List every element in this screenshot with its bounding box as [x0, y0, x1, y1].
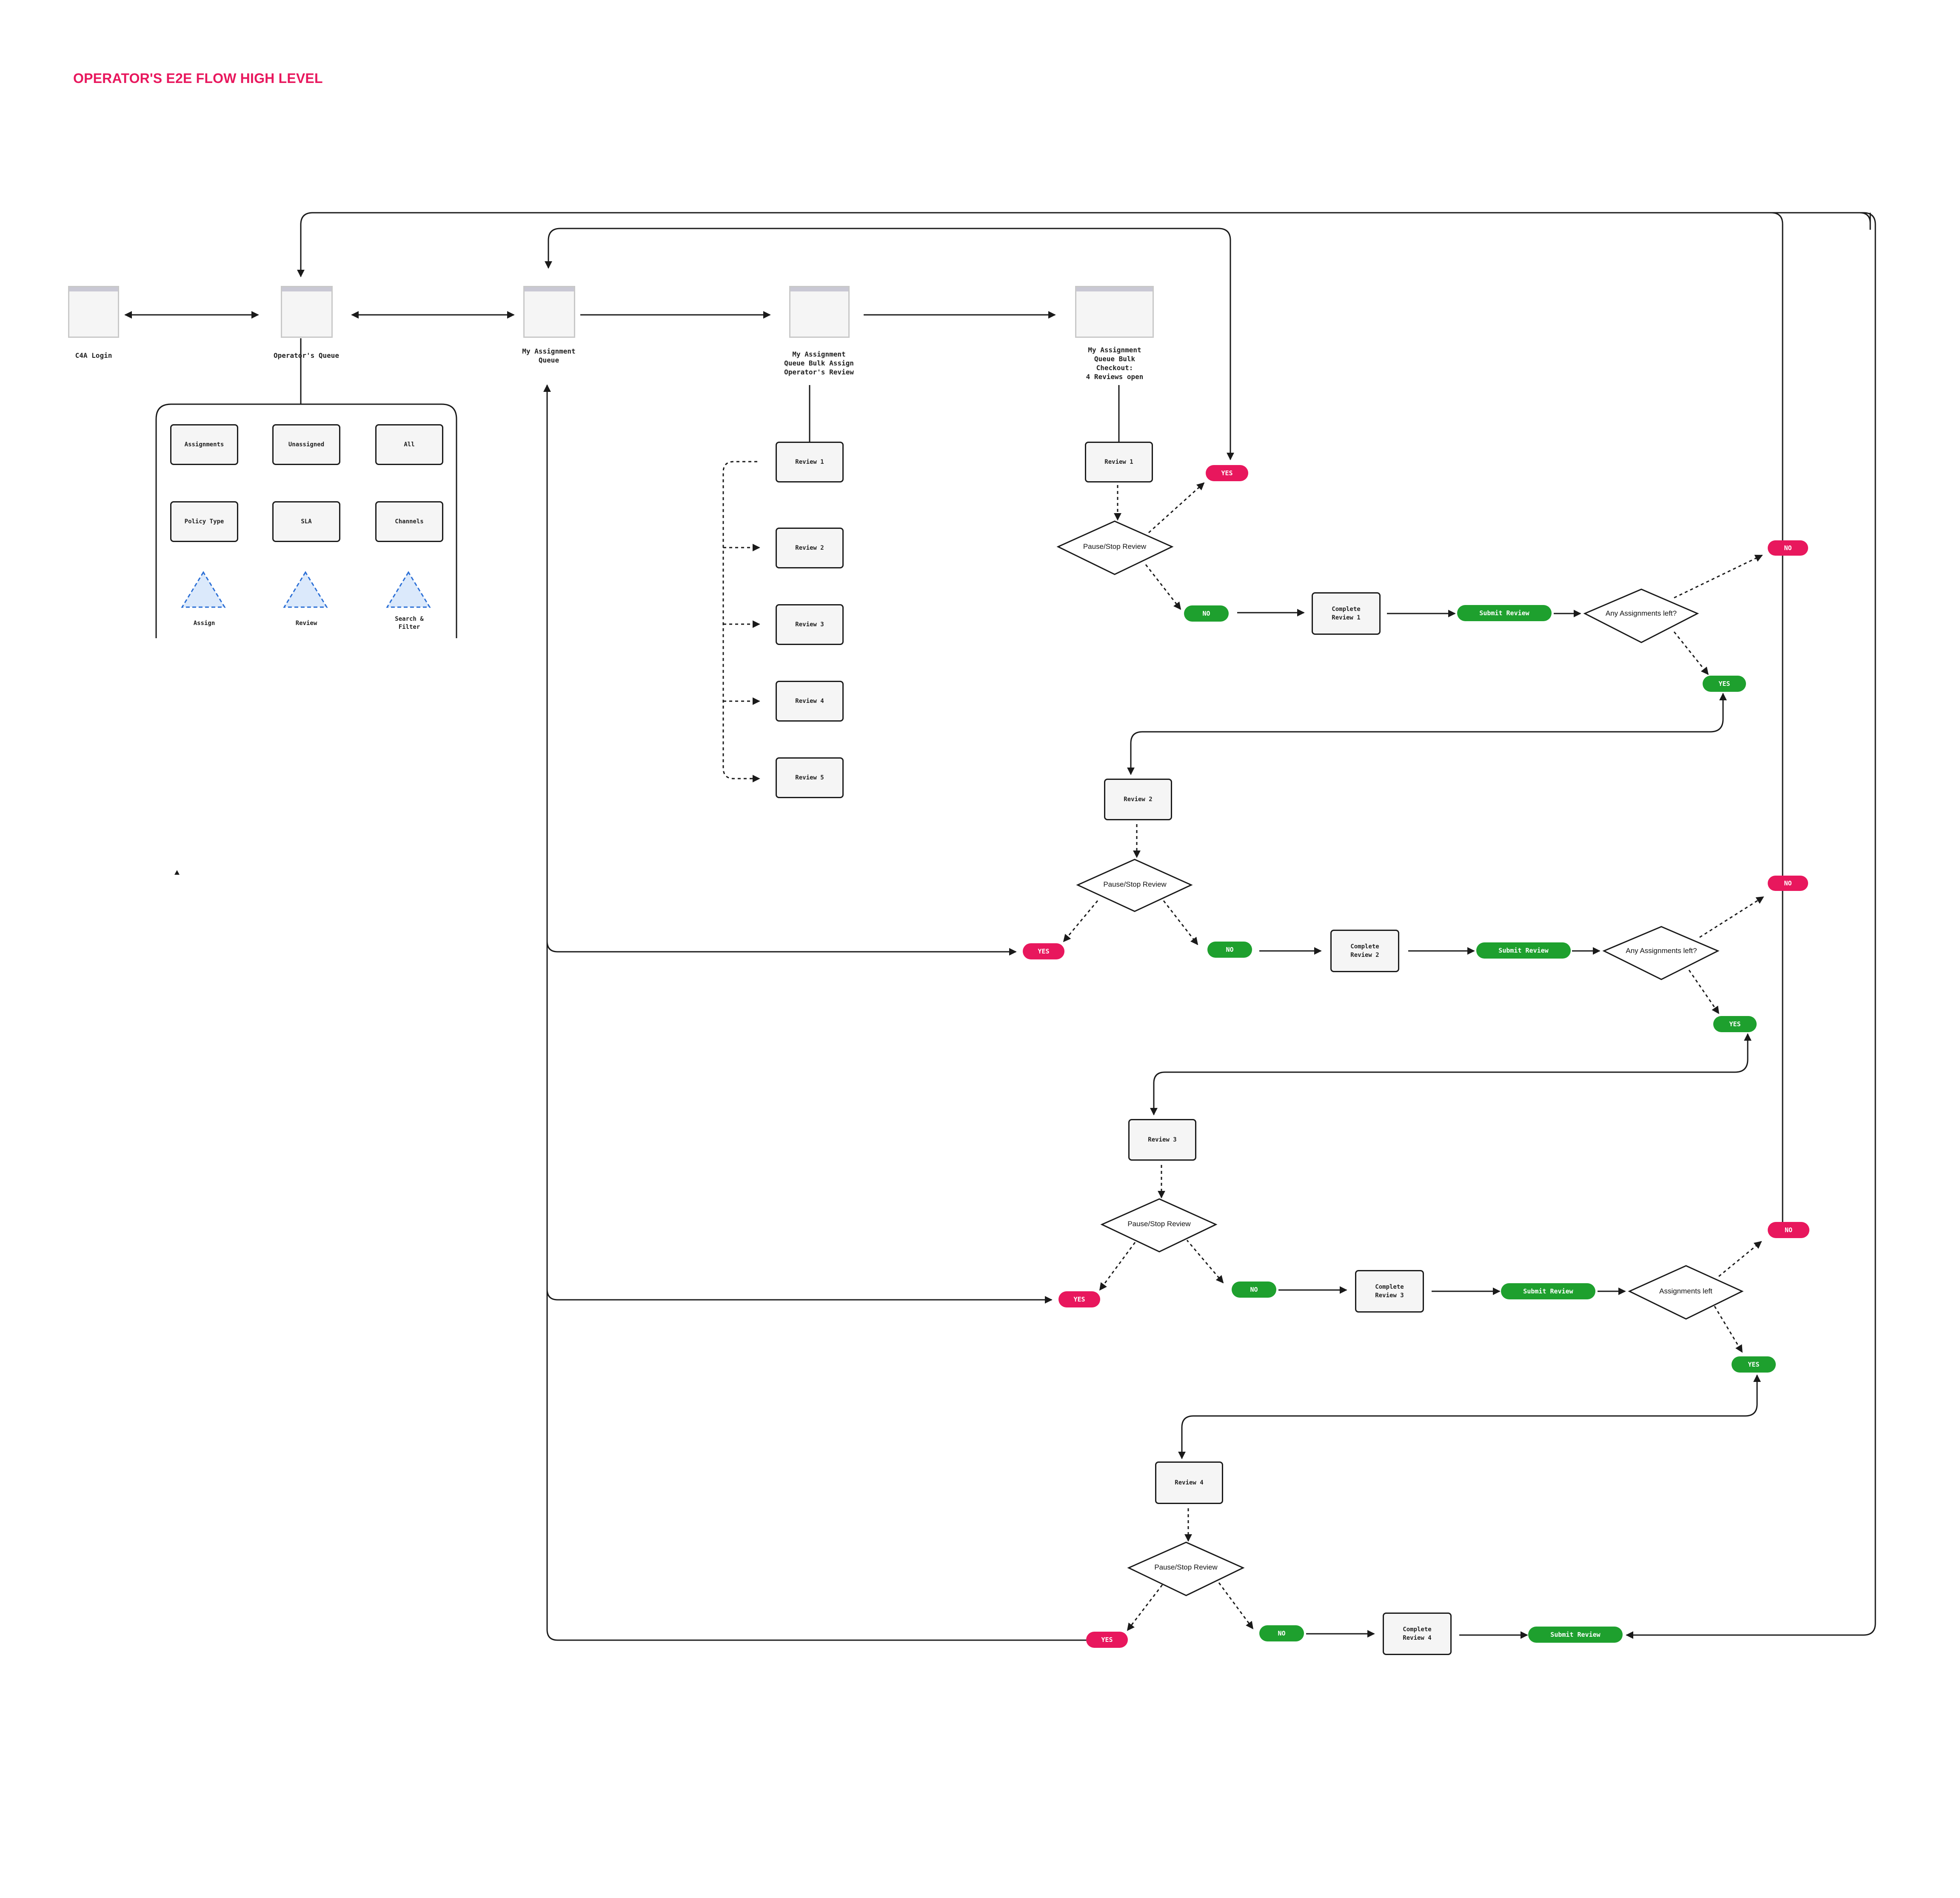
no-pill-4: NO: [1259, 1625, 1304, 1641]
submit-review-4[interactable]: Submit Review: [1528, 1627, 1623, 1643]
complete-review-4[interactable]: Complete Review 4: [1383, 1613, 1452, 1655]
yes-pill-1: YES: [1206, 465, 1248, 481]
complete-review-3[interactable]: Complete Review 3: [1355, 1270, 1424, 1313]
page-title: OPERATOR'S E2E FLOW HIGH LEVEL: [73, 71, 323, 86]
filter-unassigned[interactable]: Unassigned: [272, 424, 340, 465]
decision-label-2: Pause/Stop Review: [1103, 880, 1167, 888]
flow-review-2[interactable]: Review 2: [1104, 779, 1172, 820]
decision-label-3: Pause/Stop Review: [1127, 1220, 1191, 1228]
screen-bulk-assign[interactable]: [789, 286, 850, 338]
filter-policy-type[interactable]: Policy Type: [170, 501, 238, 542]
decision-diamond-3: [1100, 1198, 1218, 1253]
screen-login-label: C4A Login: [75, 351, 112, 360]
decision-label-1: Pause/Stop Review: [1083, 542, 1147, 551]
bulk-review-2[interactable]: Review 2: [776, 528, 844, 568]
screen-my-assignment-queue[interactable]: [523, 286, 575, 338]
question-no-pill-1: NO: [1768, 540, 1808, 556]
no-pill-2: NO: [1207, 942, 1252, 958]
yes-pill-4: YES: [1086, 1632, 1128, 1648]
submit-review-1[interactable]: Submit Review: [1457, 605, 1552, 621]
screen-my-assignment-queue-label: My Assignment Queue: [522, 347, 576, 364]
screen-bulk-checkout[interactable]: [1075, 286, 1154, 338]
question-diamond-2: [1602, 926, 1720, 980]
decision-diamond-4: [1127, 1541, 1245, 1596]
question-diamond-1: [1583, 588, 1699, 643]
decision-label-4: Pause/Stop Review: [1154, 1563, 1218, 1571]
bulk-review-5[interactable]: Review 5: [776, 757, 844, 798]
no-pill-1: NO: [1184, 605, 1229, 622]
filter-channels[interactable]: Channels: [375, 501, 443, 542]
screen-bulk-assign-label: My Assignment Queue Bulk Assign Operator…: [784, 350, 854, 376]
question-yes-pill-2: YES: [1713, 1016, 1757, 1032]
filter-assignments[interactable]: Assignments: [170, 424, 238, 465]
triangle-search: [386, 571, 431, 608]
screen-operators-queue[interactable]: [281, 286, 333, 338]
submit-review-2[interactable]: Submit Review: [1476, 942, 1571, 959]
question-no-pill-2: NO: [1768, 876, 1808, 891]
stray-arrowhead: [174, 870, 180, 875]
action-assign-label: Assign: [193, 620, 215, 627]
flow-review-1[interactable]: Review 1: [1085, 442, 1153, 482]
question-label-3: Assignments left: [1659, 1287, 1712, 1295]
decision-diamond-2: [1076, 859, 1193, 912]
triangle-review: [283, 571, 328, 608]
no-pill-3: NO: [1232, 1282, 1276, 1298]
action-search-filter-label: Search & Filter: [395, 616, 424, 631]
complete-review-2[interactable]: Complete Review 2: [1330, 930, 1399, 972]
question-no-pill-3: NO: [1768, 1222, 1809, 1238]
flow-review-3[interactable]: Review 3: [1128, 1119, 1196, 1161]
screen-operators-queue-label: Operator's Queue: [273, 351, 340, 360]
yes-pill-3: YES: [1058, 1291, 1100, 1307]
screen-bulk-checkout-label: My Assignment Queue Bulk Checkout: 4 Rev…: [1086, 346, 1144, 381]
triangle-assign: [181, 571, 226, 608]
yes-pill-2: YES: [1023, 943, 1064, 959]
action-review-label: Review: [295, 620, 317, 627]
bulk-review-1[interactable]: Review 1: [776, 442, 844, 482]
submit-review-3[interactable]: Submit Review: [1501, 1283, 1595, 1299]
screen-login[interactable]: [68, 286, 119, 338]
decision-diamond-1: [1056, 520, 1174, 575]
bulk-review-3[interactable]: Review 3: [776, 604, 844, 645]
question-label-2: Any Assignments left?: [1626, 947, 1697, 955]
bulk-review-4[interactable]: Review 4: [776, 681, 844, 722]
question-yes-pill-1: YES: [1703, 676, 1746, 692]
question-diamond-3: [1628, 1265, 1744, 1320]
filter-sla[interactable]: SLA: [272, 501, 340, 542]
question-yes-pill-3: YES: [1732, 1356, 1776, 1373]
question-label-1: Any Assignments left?: [1605, 609, 1677, 617]
filter-all[interactable]: All: [375, 424, 443, 465]
complete-review-1[interactable]: Complete Review 1: [1312, 592, 1381, 635]
flow-review-4[interactable]: Review 4: [1155, 1461, 1223, 1504]
